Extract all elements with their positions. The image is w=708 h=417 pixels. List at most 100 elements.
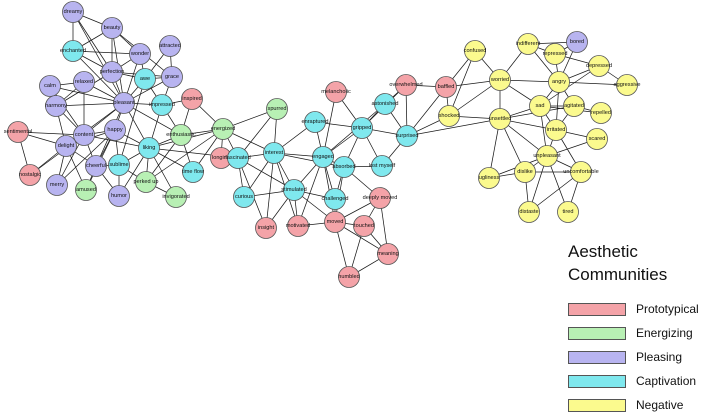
node-awe: awe — [134, 68, 156, 90]
node-label-enchanted: enchanted — [60, 48, 86, 54]
node-label-spurred: spurred — [268, 106, 287, 112]
node-circle-energized — [212, 118, 234, 140]
edge-calm-pleasant — [49, 85, 125, 104]
node-energized: energized — [211, 118, 235, 140]
node-astonished: astonished — [371, 93, 399, 115]
node-surprised: surprised — [395, 125, 419, 147]
node-label-distaste: distaste — [519, 209, 538, 215]
node-circle-nostalgic — [19, 164, 41, 186]
node-label-bored: bored — [570, 39, 584, 45]
node-circle-calm — [39, 75, 61, 97]
node-circle-baffled — [435, 76, 457, 98]
node-circle-dreamy — [62, 1, 84, 23]
node-label-invigorated: invigorated — [162, 194, 189, 200]
node-circle-meaning — [377, 243, 399, 265]
edge-depressed-sad — [539, 65, 600, 107]
node-circle-interest — [263, 142, 285, 164]
node-label-perfection: perfection — [100, 69, 125, 75]
node-aggressive: aggressive — [613, 74, 641, 96]
node-label-enthusiastic: enthusiastic — [166, 132, 196, 138]
legend-swatch-pleasing — [568, 350, 626, 364]
node-label-depressed: depressed — [586, 63, 612, 69]
node-circle-confused — [464, 40, 486, 62]
node-label-angry: angry — [552, 79, 566, 85]
node-circle-dislike — [514, 161, 536, 183]
node-circle-uncomfortable — [570, 161, 592, 183]
node-circle-sad — [529, 95, 551, 117]
node-label-sad: sad — [535, 103, 544, 109]
node-circle-distaste — [518, 201, 540, 223]
node-challenged: challenged — [321, 188, 349, 210]
node-perked-up: perked up — [134, 171, 159, 193]
node-overwhelmed: overwhelmed — [389, 74, 423, 96]
edge-interest-insight — [265, 152, 275, 229]
node-circle-sentimental — [7, 121, 29, 143]
node-circle-insight — [255, 217, 277, 239]
node-circle-bored — [566, 31, 588, 53]
node-circle-pleasant — [113, 92, 135, 114]
node-label-worried: worried — [490, 77, 509, 83]
node-circle-stimulated — [283, 179, 305, 201]
node-delight: delight — [55, 135, 77, 157]
node-circle-absorbed — [333, 156, 355, 178]
node-label-nostalgic: nostalgic — [19, 172, 41, 178]
node-circle-melancholic — [325, 81, 347, 103]
node-label-melancholic: melancholic — [321, 89, 351, 95]
node-circle-overwhelmed — [395, 74, 417, 96]
edge-motivated-engaged — [297, 156, 324, 227]
node-sentimental: sentimental — [4, 121, 32, 143]
node-label-longing: longing — [212, 155, 230, 161]
node-insight: insight — [255, 217, 277, 239]
edge-perked-up-energized — [145, 128, 224, 183]
node-label-amused: amused — [76, 187, 96, 193]
legend-item-energizing: Energizing — [568, 321, 708, 345]
node-circle-liking — [138, 137, 160, 159]
node-circle-indifferent — [517, 33, 539, 55]
node-baffled: baffled — [435, 76, 457, 98]
node-enthusiastic: enthusiastic — [166, 124, 196, 146]
node-grace: grace — [161, 66, 183, 88]
node-label-stimulated: stimulated — [281, 187, 307, 193]
node-label-content: content — [75, 132, 94, 138]
node-label-touched: touched — [354, 223, 374, 229]
node-circle-humor — [108, 185, 130, 207]
node-circle-harmony — [45, 95, 67, 117]
node-fascinated: fascinated — [225, 147, 251, 169]
legend: Aesthetic Communities Prototypical Energ… — [568, 240, 708, 417]
node-circle-perked-up — [135, 171, 157, 193]
node-label-shocked: shocked — [439, 113, 460, 119]
node-label-time-flow: time flow — [182, 169, 205, 175]
node-label-wonder: wonder — [130, 51, 149, 57]
node-label-perked-up: perked up — [134, 179, 159, 185]
node-circle-amused — [75, 179, 97, 201]
node-repressed: repressed — [543, 43, 567, 65]
node-label-baffled: baffled — [438, 84, 455, 90]
node-label-calm: calm — [44, 83, 56, 89]
legend-item-negative: Negative — [568, 393, 708, 417]
node-sad: sad — [529, 95, 551, 117]
node-circle-wonder — [129, 43, 151, 65]
node-label-curious: curious — [235, 194, 253, 200]
legend-swatch-negative — [568, 398, 626, 412]
edge-sentimental-content — [17, 131, 85, 136]
node-stimulated: stimulated — [281, 179, 307, 201]
edge-surprised-unsettled — [406, 118, 501, 137]
node-label-fascinated: fascinated — [225, 155, 251, 161]
legend-swatch-prototypical — [568, 302, 626, 316]
node-circle-ugliness — [478, 167, 500, 189]
edge-interest-absorbed — [273, 152, 345, 168]
node-circle-humbled — [338, 266, 360, 288]
node-label-impressed: impressed — [149, 102, 175, 108]
legend-label-captivation: Captivation — [636, 374, 697, 388]
node-circle-curious — [233, 186, 255, 208]
node-moved: moved — [324, 211, 346, 233]
edge-uncomfortable-distaste — [528, 171, 582, 213]
edge-dreamy-perfection — [72, 11, 113, 73]
node-merry: merry — [46, 174, 68, 196]
node-angry: angry — [548, 71, 570, 93]
node-circle-awe — [134, 68, 156, 90]
node-perfection: perfection — [100, 61, 125, 83]
node-circle-enraptured — [304, 111, 326, 133]
node-circle-repressed — [544, 43, 566, 65]
node-circle-gripped — [351, 117, 373, 139]
